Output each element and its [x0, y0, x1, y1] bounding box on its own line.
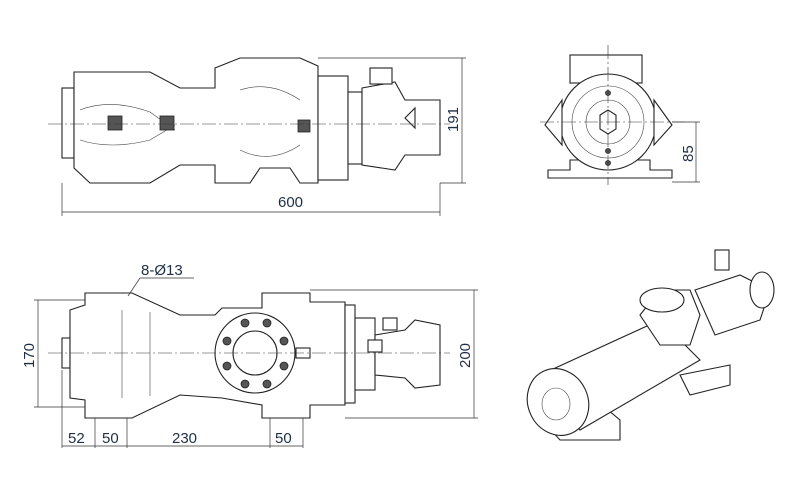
- dim-height-191: 191: [445, 107, 462, 132]
- isometric-view: [526, 249, 775, 441]
- flange-bolts: [222, 318, 289, 389]
- dim-50-b: 50: [275, 430, 292, 447]
- dim-axis-height-85: 85: [680, 145, 697, 162]
- plan-view: [34, 277, 478, 448]
- dim-length-600: 600: [278, 194, 303, 211]
- dim-52: 52: [68, 430, 85, 447]
- side-view: [48, 57, 466, 216]
- dim-50-a: 50: [102, 430, 119, 447]
- dim-width-200: 200: [457, 343, 474, 368]
- dim-width-170: 170: [21, 343, 38, 368]
- hole-note: 8-Ø13: [141, 262, 183, 279]
- dim-230: 230: [172, 430, 197, 447]
- end-view: [540, 45, 700, 185]
